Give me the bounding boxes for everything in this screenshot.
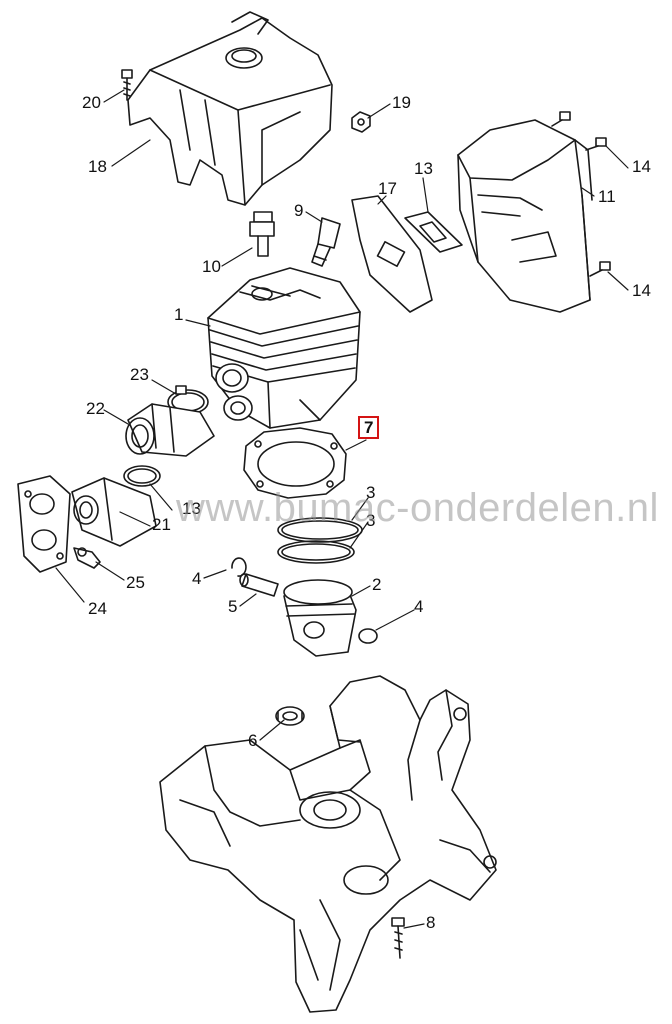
callout-3-upper: 3	[366, 483, 376, 502]
nut-part-19	[352, 112, 370, 132]
decompression-valve-part-10	[250, 212, 274, 256]
callout-9: 9	[294, 201, 304, 220]
screw-part-14-upper	[586, 138, 606, 150]
callout-11: 11	[598, 187, 616, 206]
callout-22: 22	[86, 399, 105, 418]
leader-lines	[56, 90, 628, 928]
callout-13-upper: 13	[414, 159, 433, 178]
callout-13-lower: 13	[182, 499, 201, 518]
callout-4-right: 4	[414, 597, 424, 616]
callout-10: 10	[202, 257, 221, 276]
callout-18: 18	[88, 157, 107, 176]
piston-ring-part-3-lower	[278, 541, 354, 563]
website-watermark: www.bumac-onderdelen.nl	[176, 486, 659, 530]
callout-17: 17	[378, 179, 397, 198]
callout-3-lower: 3	[366, 511, 376, 530]
needle-bearing-part-6	[276, 707, 304, 725]
callout-21: 21	[152, 515, 171, 534]
callout-23: 23	[130, 365, 149, 384]
hose-clamp-part-13	[124, 466, 160, 486]
cylinder-gasket-part-7	[244, 428, 346, 498]
screw-top-muffler	[552, 112, 570, 126]
spark-plug-part-9	[312, 218, 340, 266]
callout-8: 8	[426, 913, 436, 932]
callout-2: 2	[372, 575, 382, 594]
callout-7-highlighted: 7	[358, 416, 380, 439]
screw-part-14-lower	[590, 262, 610, 276]
intake-boot-part-21	[72, 478, 156, 546]
callout-25: 25	[126, 573, 145, 592]
callout-5: 5	[228, 597, 238, 616]
callout-4-left: 4	[192, 569, 202, 588]
impulse-hose-part-25	[74, 548, 100, 568]
piston-pin-part-5	[240, 574, 278, 596]
bolt-part-8	[392, 918, 404, 958]
callout-6: 6	[248, 731, 258, 750]
muffler-part-11	[458, 120, 592, 312]
callout-1: 1	[174, 305, 184, 324]
callout-14-lower: 14	[632, 281, 651, 300]
intake-manifold-part-22	[126, 404, 214, 456]
circlip-part-4-right	[359, 629, 377, 643]
callout-24: 24	[88, 599, 107, 618]
callout-19: 19	[392, 93, 411, 112]
callout-20: 20	[82, 93, 101, 112]
callout-14-upper: 14	[632, 157, 651, 176]
muffler-gasket-part-13	[405, 212, 462, 252]
piston-part-2	[284, 580, 356, 656]
crankcase-frame	[160, 676, 496, 1012]
screw-part-20	[122, 70, 132, 100]
cylinder-part-1	[208, 268, 360, 428]
carburetor-flange-part-24	[18, 476, 70, 572]
heat-shield-part-17	[352, 196, 432, 312]
top-cover-part-18	[128, 12, 332, 205]
